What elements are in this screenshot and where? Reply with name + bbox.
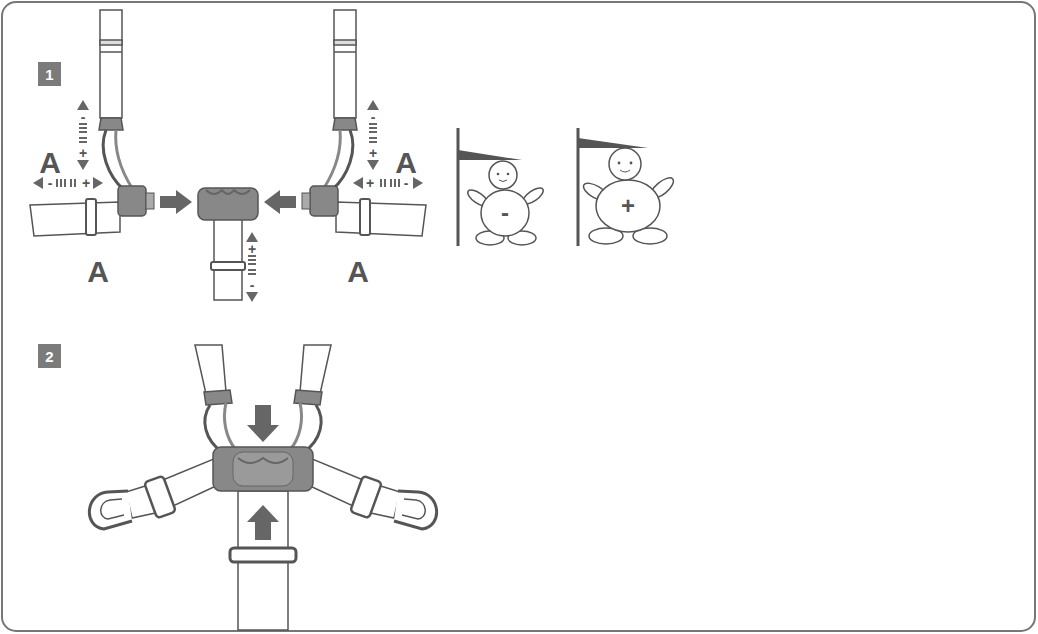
direction-sign: + [82, 176, 90, 190]
adjust-point-letter: A [395, 148, 417, 178]
direction-sign: - [81, 110, 86, 124]
step-number: 1 [45, 67, 53, 82]
step-number: 2 [45, 349, 53, 364]
direction-sign: + [79, 146, 87, 160]
direction-sign: + [369, 146, 377, 160]
size-sign: - [501, 201, 509, 225]
direction-sign: + [248, 242, 256, 256]
direction-sign: - [250, 278, 255, 292]
size-sign: + [621, 194, 635, 218]
direction-sign: - [371, 110, 376, 124]
direction-sign: - [48, 176, 53, 190]
direction-sign: - [404, 176, 409, 190]
adjust-point-letter: A [39, 148, 61, 178]
direction-sign: + [366, 176, 374, 190]
step-number-box: 1 [38, 62, 61, 86]
adjust-point-letter: A [87, 257, 109, 287]
adjust-point-letter: A [347, 257, 369, 287]
step-number-box: 2 [38, 344, 61, 368]
